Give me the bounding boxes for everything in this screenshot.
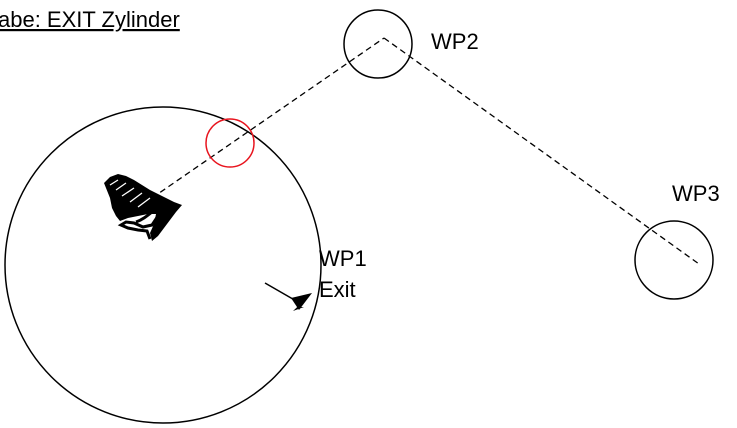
hang-glider-icon bbox=[104, 174, 182, 241]
arrow-icon bbox=[264, 282, 312, 311]
wp2-label: WP2 bbox=[431, 29, 479, 54]
exit-point-marker bbox=[205, 118, 255, 168]
wp1-label: WP1 bbox=[319, 246, 367, 271]
wp1-type-label: Exit bbox=[319, 277, 356, 302]
wp3-label: WP3 bbox=[672, 181, 720, 206]
diagram-title: abe: EXIT Zylinder bbox=[0, 7, 180, 32]
wp1-cylinder bbox=[4, 106, 322, 424]
route-line-pilot-to-wp2 bbox=[151, 37, 385, 199]
wp3-cylinder bbox=[634, 220, 714, 300]
route-line-wp2-to-wp3 bbox=[383, 37, 700, 265]
wp2-cylinder bbox=[343, 9, 413, 79]
